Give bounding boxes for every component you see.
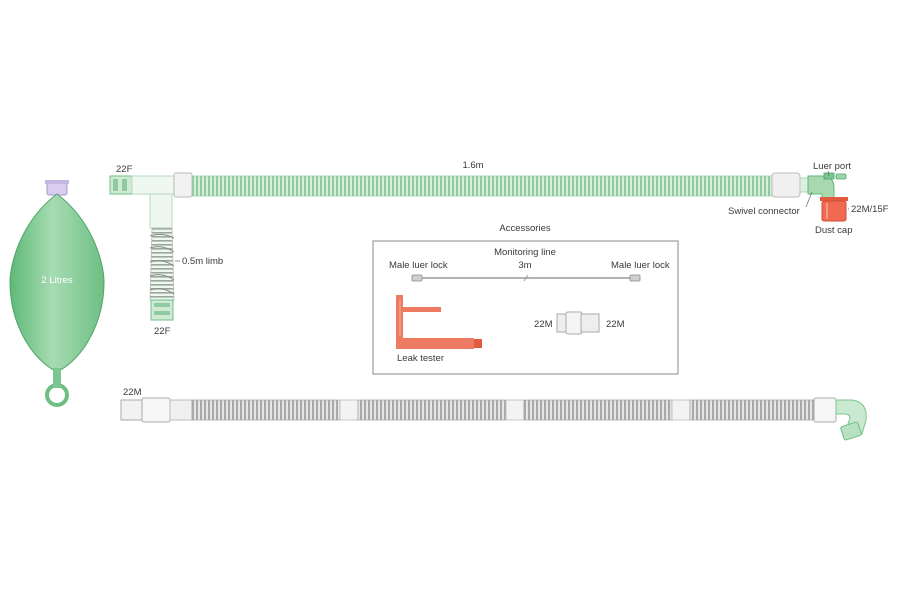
monitoring-right-label: Male luer lock: [611, 260, 670, 271]
bag-volume-label: 2 Litres: [41, 275, 72, 286]
monitoring-length-label: 3m: [518, 260, 531, 271]
t-piece: [131, 175, 179, 195]
accessories-panel: Accessories Monitoring line Male luer lo…: [372, 223, 679, 375]
dust-cap: [821, 200, 847, 222]
second-22m-connector: [120, 399, 144, 421]
monitoring-left-label: Male luer lock: [389, 260, 448, 271]
accessories-title: Accessories: [499, 223, 550, 234]
smooth-joint-3: [671, 399, 691, 421]
outlet-label: 22M/15F: [851, 204, 889, 215]
monitoring-line-title: Monitoring line: [494, 247, 556, 258]
grey-segment-4: [689, 399, 815, 421]
limb-connector-label: 22F: [154, 326, 171, 337]
luer-lock-left: [411, 274, 423, 282]
luer-lock-right: [629, 274, 641, 282]
corrugated-tube-1-6m: [191, 175, 773, 197]
right-cuff: [771, 172, 801, 198]
left-connector-label: 22F: [116, 164, 133, 175]
limb-length-label: 0.5m limb: [182, 256, 223, 267]
leak-tester: [396, 295, 482, 349]
smooth-joint-2: [505, 399, 525, 421]
adapter-left-label: 22M: [534, 319, 553, 330]
dust-cap-label: Dust cap: [815, 225, 853, 236]
grey-segment-2: [357, 399, 507, 421]
swivel-connector-label: Swivel connector: [728, 206, 800, 217]
circuit-length-label: 1.6m: [462, 160, 483, 171]
adapter-22m-22m: [556, 311, 600, 335]
luer-port-label: Luer port: [813, 161, 851, 172]
reservoir-bag: 2 Litres: [9, 180, 105, 407]
leak-tester-label: Leak tester: [397, 353, 444, 364]
adapter-right-label: 22M: [606, 319, 625, 330]
second-circuit-connector-label: 22M: [123, 387, 142, 398]
expandable-circuit: 22M: [120, 387, 867, 441]
limb-assembly: 0.5m limb 22F: [149, 193, 223, 337]
grey-segment-3: [523, 399, 673, 421]
main-circuit: 22F 1.6m Luer port Swivel connector 22M/…: [109, 160, 889, 236]
grey-segment-1: [191, 399, 341, 421]
dust-cap-rim: [820, 197, 848, 201]
smooth-joint-1: [339, 399, 359, 421]
limb-elbow: [149, 193, 173, 229]
